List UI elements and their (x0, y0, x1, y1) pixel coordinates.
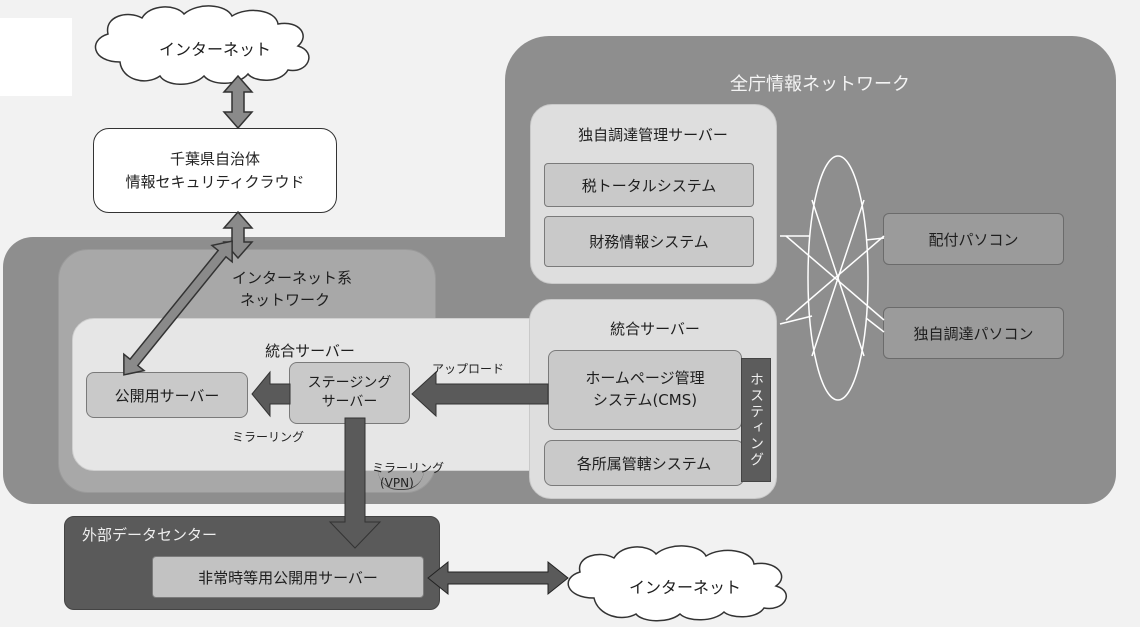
staging-server-line1: ステージング (307, 375, 392, 392)
internet-network-title: インターネット系 ネットワーク (232, 268, 382, 312)
mirroring-left-label: ミラーリング (232, 430, 305, 444)
cms-system[interactable]: ホームページ管理 システム(CMS) (548, 350, 742, 430)
top-cloud-shape (94, 5, 310, 85)
main-network-title: 全庁情報ネットワーク (730, 74, 910, 95)
custom-procured-pc[interactable]: 独自調達パソコン (883, 307, 1064, 359)
distributed-pc[interactable]: 配付パソコン (883, 213, 1064, 265)
network-switch-lines (779, 155, 885, 401)
integrated-server-left-title: 統合サーバー (265, 342, 355, 360)
security-cloud-box: 千葉県自治体 情報セキュリティクラウド (93, 128, 337, 213)
bottom-cloud-label: インターネット (628, 578, 741, 597)
security-cloud-line2: 情報セキュリティクラウド (125, 172, 305, 191)
security-cloud-line1: 千葉県自治体 (169, 150, 260, 168)
hosting-label: ホスティング (741, 358, 771, 482)
vpn-curve (378, 470, 424, 490)
blank-block (0, 18, 72, 96)
public-server[interactable]: 公開用サーバー (86, 372, 248, 418)
internet-network-title-line1: インターネット系 (232, 269, 353, 287)
dept-system[interactable]: 各所属管轄システム (544, 440, 744, 486)
cms-system-line2: システム(CMS) (592, 391, 698, 409)
staging-server[interactable]: ステージング サーバー (289, 362, 410, 424)
procurement-server-title: 独自調達管理サーバー (578, 126, 728, 144)
integrated-server-right-title: 統合サーバー (610, 320, 700, 338)
bottom-cloud-shape (567, 545, 787, 622)
upload-label: アップロード (432, 362, 505, 376)
emergency-public-server[interactable]: 非常時等用公開用サーバー (152, 556, 424, 598)
staging-server-line2: サーバー (321, 394, 378, 410)
tax-total-system[interactable]: 税トータルシステム (544, 163, 754, 207)
internet-network-title-line2: ネットワーク (240, 290, 331, 309)
cms-system-line1: ホームページ管理 (585, 369, 705, 388)
external-data-center-title: 外部データセンター (82, 526, 218, 544)
financial-info-system[interactable]: 財務情報システム (544, 216, 754, 267)
top-cloud-label: インターネット (158, 40, 271, 59)
